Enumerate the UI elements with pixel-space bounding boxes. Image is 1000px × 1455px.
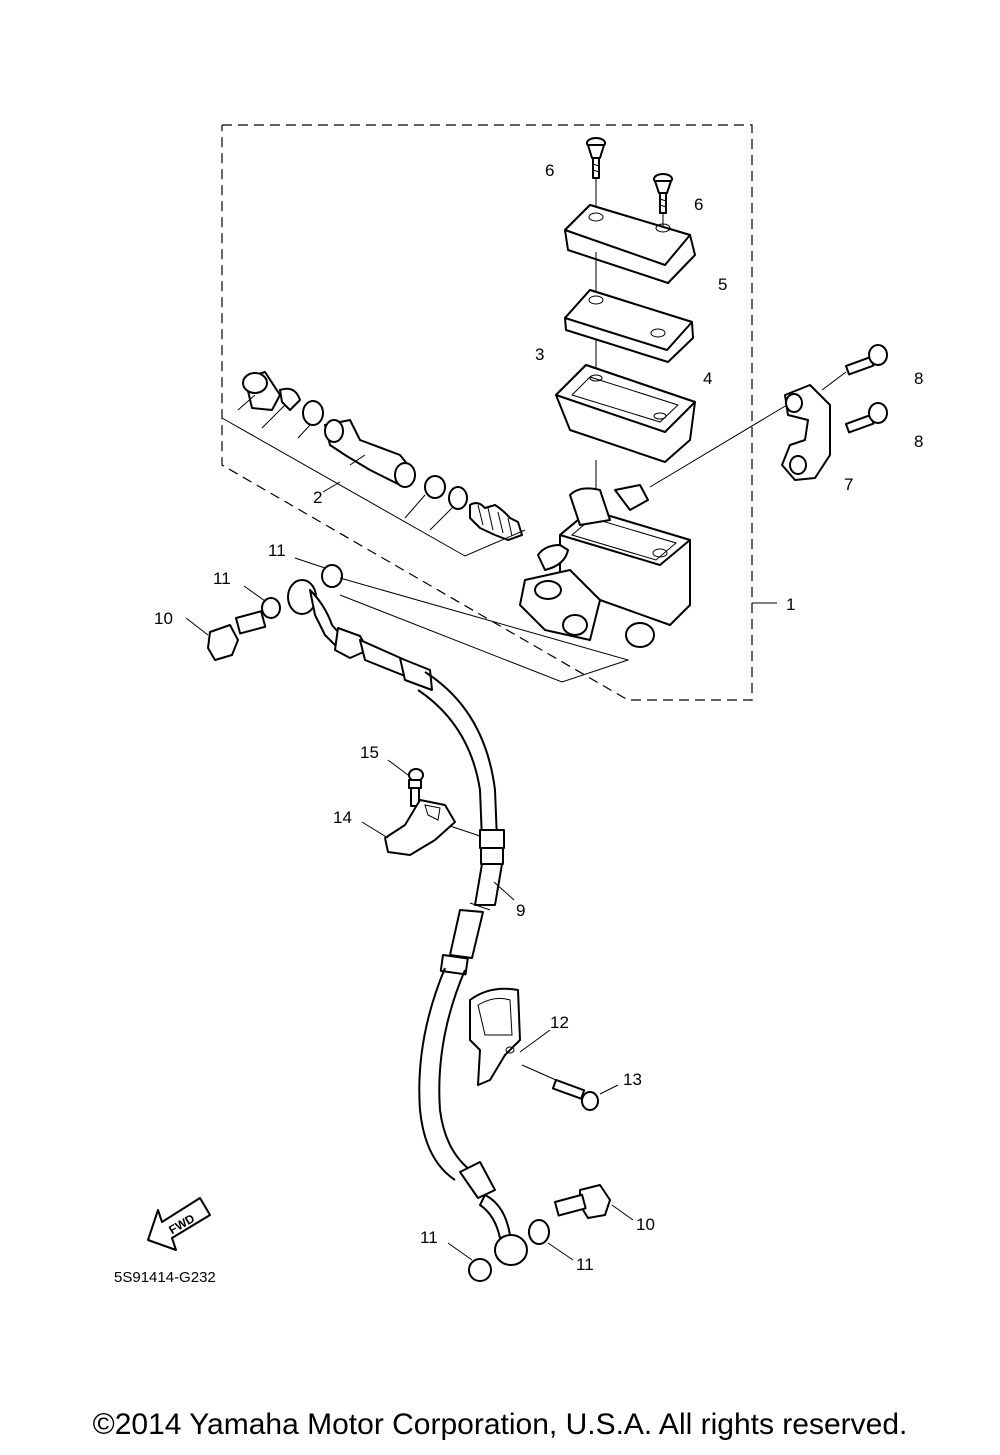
callout-8-upper: 8 bbox=[914, 369, 923, 388]
clamp-12 bbox=[469, 987, 551, 1086]
screw-6-right bbox=[653, 173, 673, 228]
callout-14: 14 bbox=[333, 808, 352, 827]
washer-11-upper-b bbox=[321, 564, 343, 588]
forward-direction-arrow: FWD bbox=[147, 1197, 211, 1251]
screw-6-left bbox=[586, 137, 606, 215]
callout-9: 9 bbox=[516, 901, 525, 920]
diagram-code: 5S91414-G232 bbox=[114, 1269, 216, 1286]
bolt-8-upper bbox=[821, 344, 888, 391]
brake-hose-9 bbox=[287, 579, 528, 1266]
banjo-bolt-10-upper bbox=[185, 610, 267, 661]
bolt-13 bbox=[521, 1064, 619, 1111]
holder-7 bbox=[649, 384, 831, 488]
callout-15: 15 bbox=[360, 743, 379, 762]
callout-5: 5 bbox=[718, 275, 727, 294]
bolt-8-lower bbox=[845, 402, 888, 434]
master-cylinder-assembly-boundary bbox=[221, 124, 777, 701]
callout-8-lower: 8 bbox=[914, 432, 923, 451]
callout-6-right: 6 bbox=[694, 195, 703, 214]
banjo-bolt-10-lower bbox=[553, 1184, 634, 1221]
callout-11-lower-right: 11 bbox=[576, 1255, 594, 1274]
callout-1: 1 bbox=[786, 595, 795, 614]
master-cylinder-body-1 bbox=[519, 484, 691, 648]
piston-kit-2 bbox=[221, 371, 526, 557]
callout-10-upper: 10 bbox=[154, 609, 173, 628]
reservoir-cap-5 bbox=[564, 204, 696, 284]
callout-3: 3 bbox=[535, 345, 544, 364]
bolt-15 bbox=[387, 759, 424, 807]
callout-4: 4 bbox=[703, 369, 712, 388]
callout-6-left: 6 bbox=[545, 161, 554, 180]
copyright-notice: ©2014 Yamaha Motor Corporation, U.S.A. A… bbox=[92, 1408, 908, 1441]
callout-13: 13 bbox=[623, 1070, 642, 1089]
diaphragm-4 bbox=[564, 289, 694, 363]
washer-11-upper-a bbox=[261, 597, 281, 619]
diaphragm-holder-3 bbox=[555, 364, 696, 463]
callout-11-lower-left: 11 bbox=[420, 1228, 438, 1247]
callout-11-upper: 11 bbox=[213, 569, 231, 588]
callout-10-lower: 10 bbox=[636, 1215, 655, 1234]
callout-11-top: 11 bbox=[268, 541, 286, 560]
washer-11-lower-a bbox=[528, 1219, 550, 1245]
hose-guide-14 bbox=[361, 799, 481, 856]
callout-12: 12 bbox=[550, 1013, 569, 1032]
washer-11-lower-b bbox=[468, 1258, 492, 1282]
callout-2: 2 bbox=[313, 488, 322, 507]
callout-7: 7 bbox=[844, 475, 853, 494]
